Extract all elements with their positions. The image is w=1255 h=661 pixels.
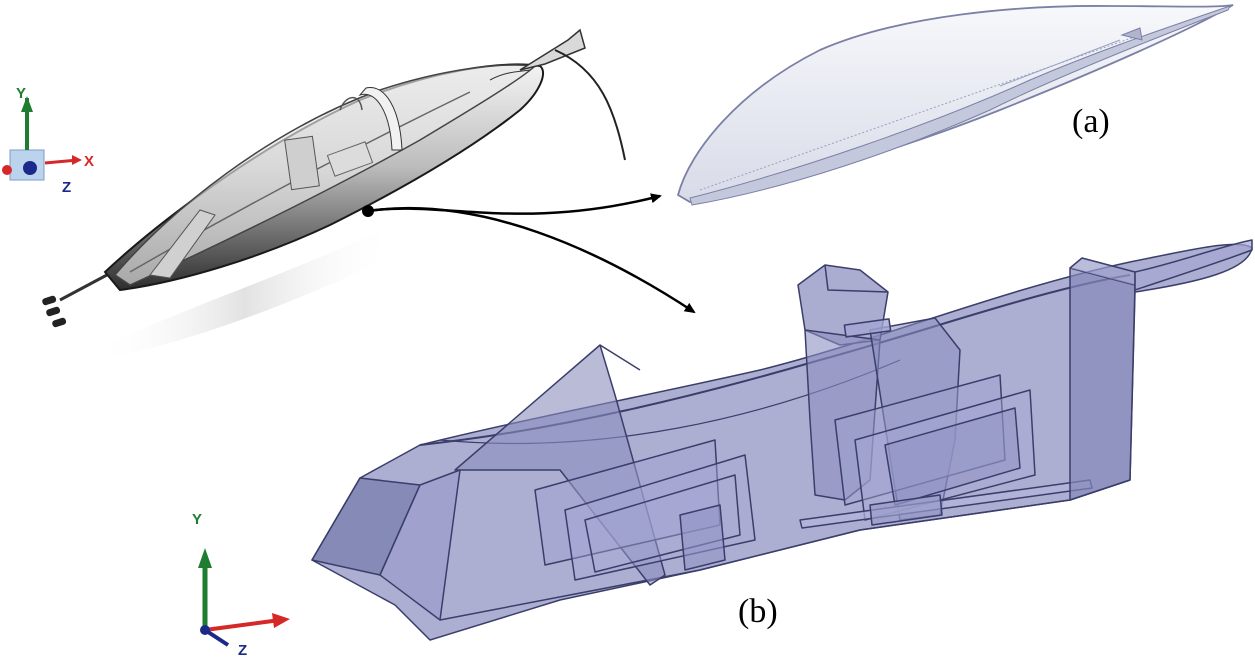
canopy-frame-hoop	[358, 87, 403, 151]
aircraft-tail	[519, 28, 586, 71]
callout-arrows	[362, 193, 696, 314]
label-cockpit: (b)	[738, 593, 778, 630]
coordinate-triad-bottom: Y Z	[192, 511, 290, 659]
aircraft-seat-block	[284, 135, 320, 191]
triad-top-x-label: X	[84, 153, 94, 170]
rear-console	[834, 374, 1006, 506]
triad-top-y-label: Y	[16, 85, 26, 102]
coordinate-triad-top: Y X Z	[2, 85, 94, 196]
triad-origin-dot	[23, 161, 37, 175]
arrow-to-cockpit	[367, 206, 696, 314]
canopy-rail	[689, 5, 1231, 206]
aircraft-shadow	[95, 230, 395, 360]
triad-bottom-z-label: Z	[238, 642, 247, 659]
triad-top-z-label: Z	[62, 179, 71, 196]
cockpit-part	[311, 239, 1253, 641]
rear-bulkhead	[1069, 267, 1136, 501]
aircraft-model	[42, 28, 626, 360]
canopy-part	[676, 4, 1234, 206]
arrow-to-canopy	[367, 193, 662, 215]
label-canopy: (a)	[1072, 103, 1110, 140]
triad-bottom-y-label: Y	[192, 511, 202, 528]
